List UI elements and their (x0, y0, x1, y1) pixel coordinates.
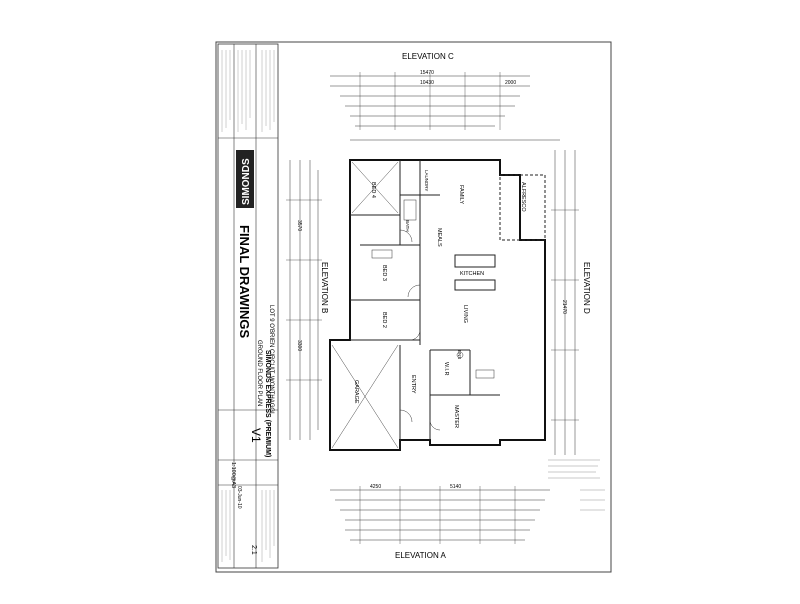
dim-left-b: 3300 (296, 340, 302, 351)
sheet-title-text: GROUND FLOOR PLAN (256, 340, 262, 406)
range-text: SIMONDS EXPRESS (PREMIUM) (264, 350, 271, 457)
room-entry: ENTRY (410, 375, 416, 394)
room-living: LIVING (462, 305, 468, 323)
status-text: FINAL DRAWINGS (237, 225, 252, 338)
room-kitchen: KITCHEN (460, 271, 484, 277)
dim-top-mid: 10430 (420, 80, 434, 86)
room-ens: ENS (457, 350, 462, 359)
dimension-lines (289, 75, 576, 541)
dim-bottom-left: 4250 (370, 484, 381, 490)
brand-logo-text: SIMONDS (241, 158, 252, 205)
version-text: V1 (249, 428, 263, 443)
room-bed3: BED 3 (381, 265, 387, 281)
dim-left-a: 3570 (296, 220, 302, 231)
room-master: MASTER (453, 405, 459, 428)
room-bath: BATH (405, 220, 410, 232)
dim-top-right: 2000 (505, 80, 516, 86)
fixtures (371, 199, 495, 379)
dim-bottom-mid: 5140 (450, 484, 461, 490)
interior-walls (350, 160, 546, 450)
room-bed2: BED 2 (381, 312, 387, 328)
title-block: SIMONDS SIMONDS EXPRESS (PREMIUM) FINAL … (217, 43, 279, 569)
address-text: LOT 9 O'BRIEN CIRCUIT, WONTHAGGI (268, 305, 274, 414)
dim-top-overall: 15470 (420, 70, 434, 76)
date-text: 03-Jun-10 (236, 486, 242, 509)
room-alfresco: ALFRESCO (520, 182, 526, 212)
dim-right-overall: 21470 (561, 300, 567, 314)
room-garage: GARAGE (353, 380, 359, 404)
elevation-c-label: ELEVATION C (402, 52, 454, 61)
room-meals: MEALS (436, 228, 442, 247)
sheet-border (215, 41, 612, 573)
elevation-d-label: ELEVATION D (582, 262, 591, 314)
garage-diagonals (331, 161, 399, 449)
room-laundry: LAUNDRY (424, 170, 429, 191)
door-swings (399, 229, 441, 431)
dimension-ticks (286, 72, 579, 544)
elevation-b-label: ELEVATION B (320, 262, 329, 313)
house-walls (329, 159, 546, 451)
room-wir: W.I.R (443, 362, 449, 375)
room-family: FAMILY (458, 185, 464, 204)
notes-block (548, 459, 605, 511)
room-bed4: BED 4 (370, 182, 376, 198)
scale-text: 1:100@A3 (230, 462, 236, 488)
elevation-a-label: ELEVATION A (395, 551, 446, 560)
sheet-number-text: 2.1 (250, 545, 257, 555)
